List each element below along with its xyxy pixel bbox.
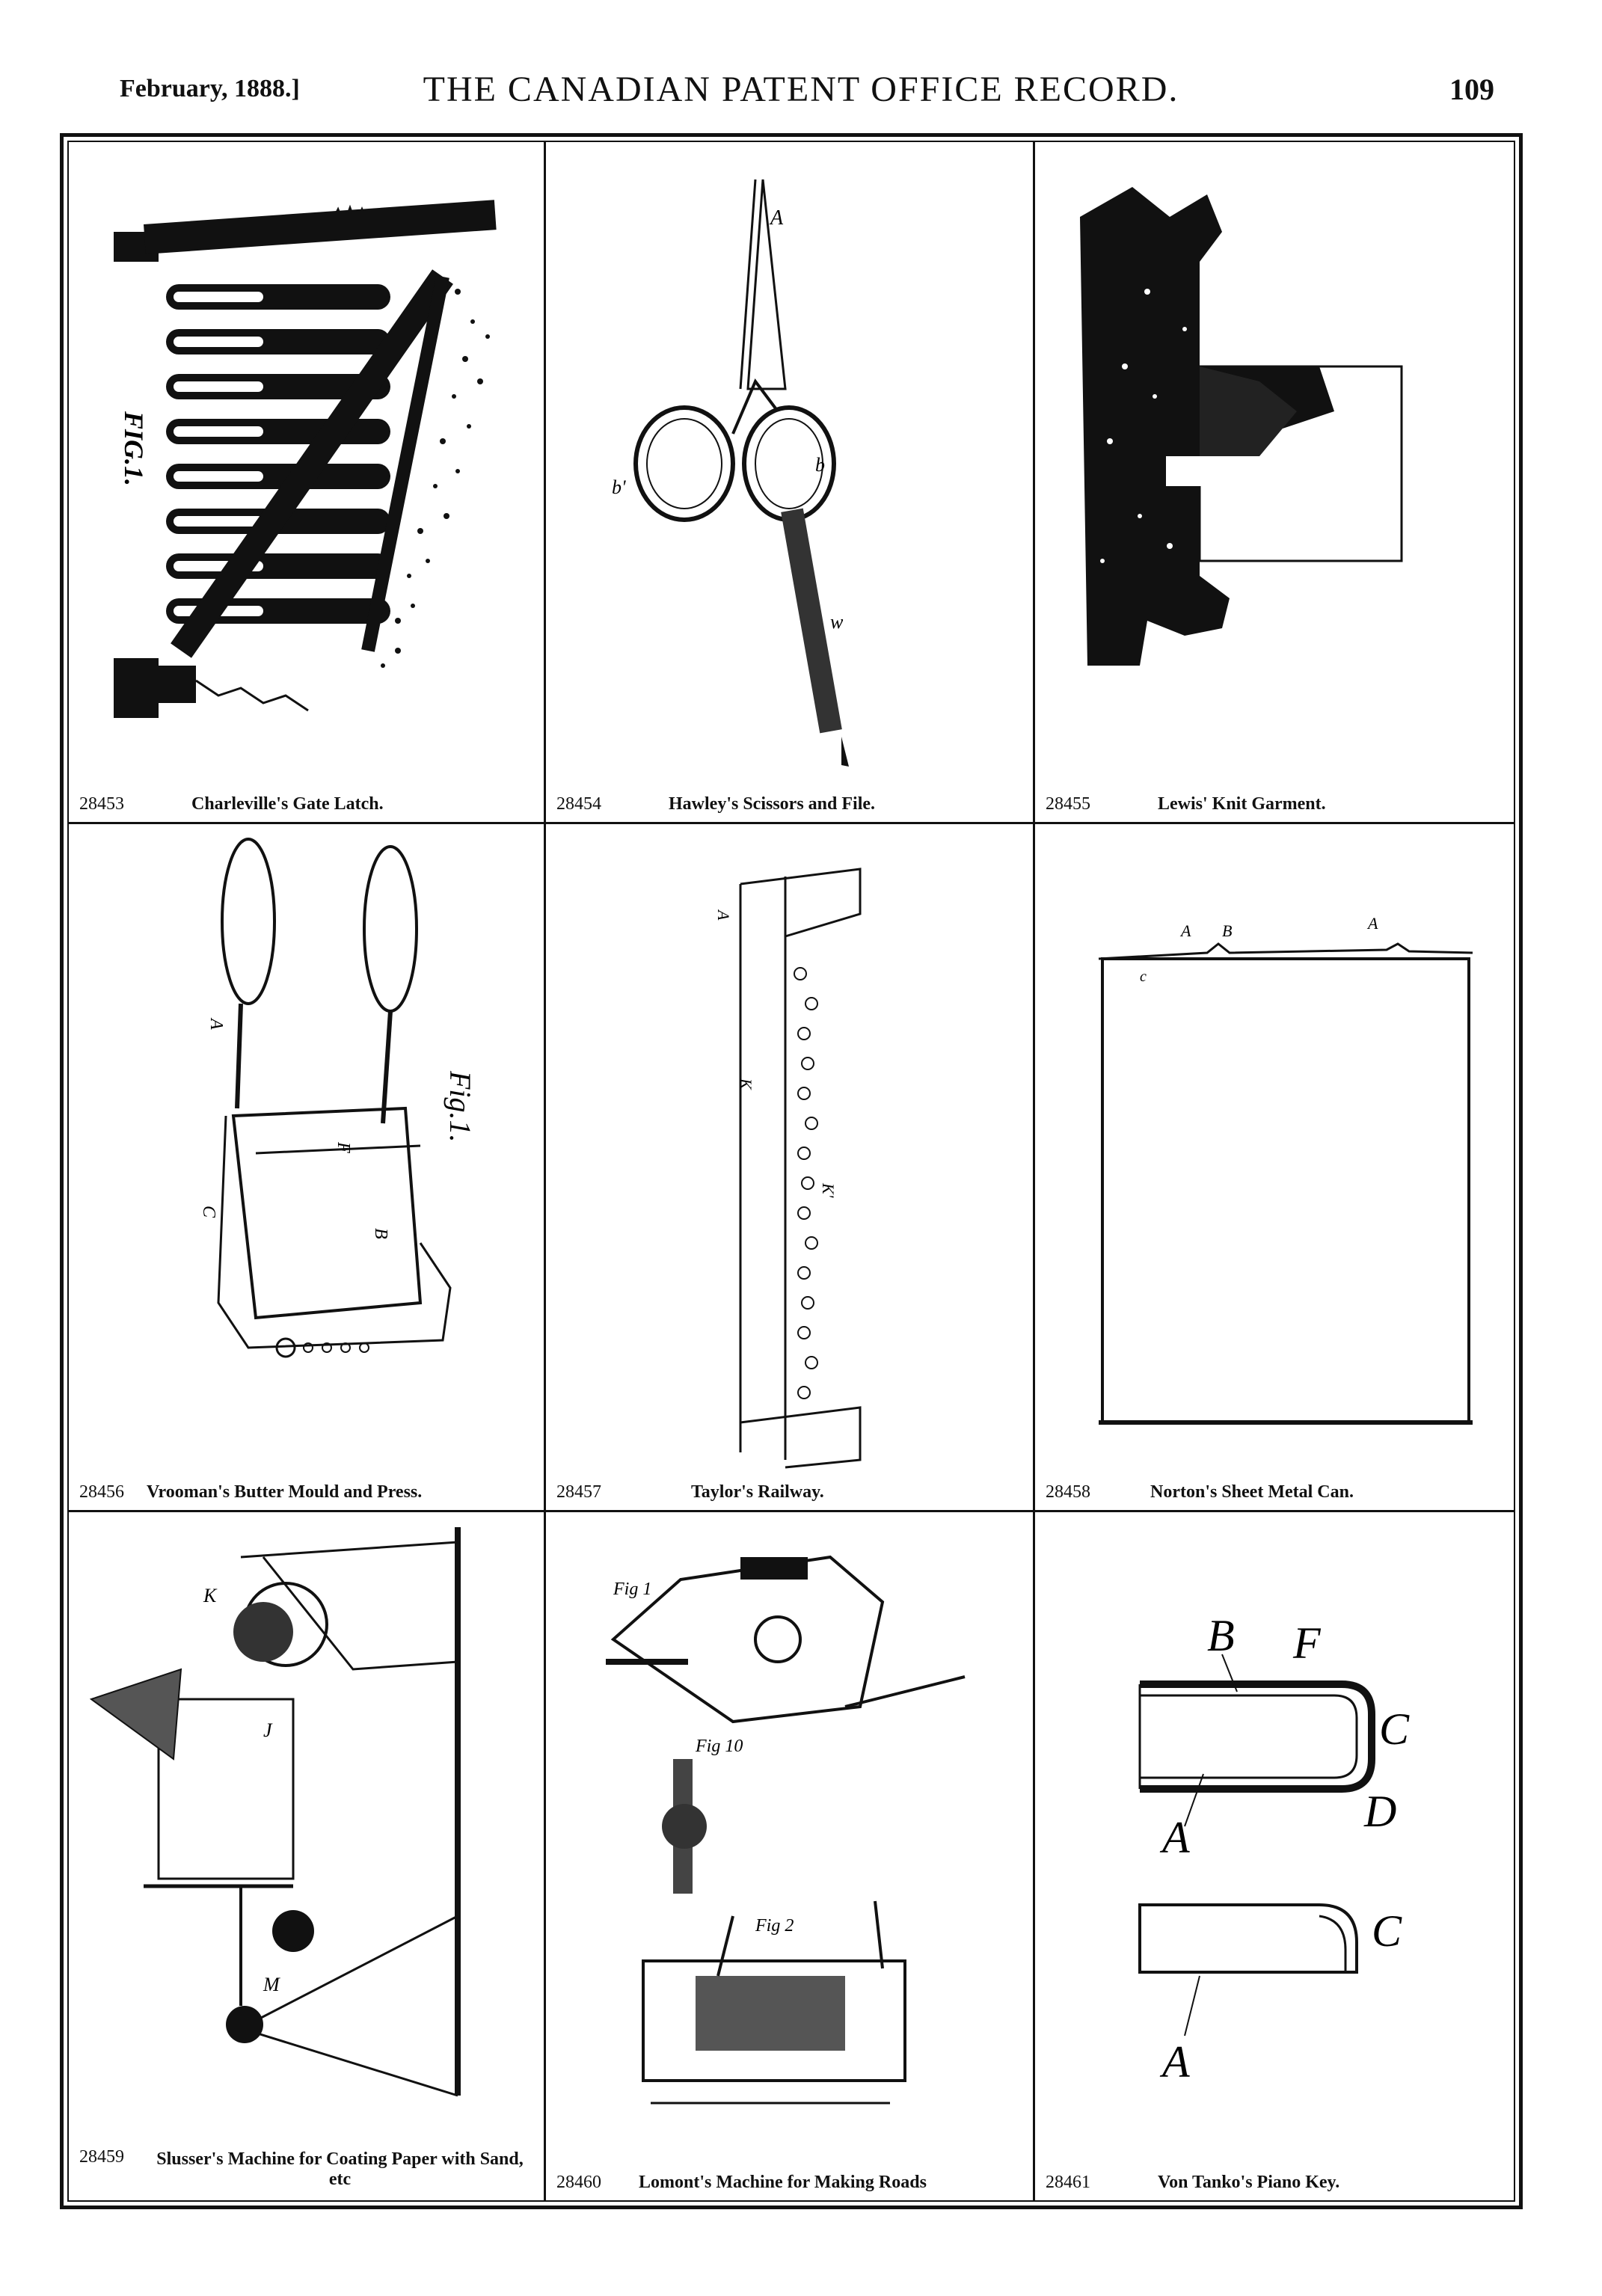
patent-number: 28454: [556, 794, 601, 814]
knit-garment-drawing: [1080, 187, 1403, 666]
patent-title: Vrooman's Butter Mould and Press.: [147, 1482, 423, 1502]
publication-title: THE CANADIAN PATENT OFFICE RECORD.: [423, 70, 1179, 109]
patent-title: Taylor's Railway.: [691, 1482, 824, 1502]
scissors-drawing: A b b' w: [612, 179, 849, 767]
patent-title: Von Tanko's Piano Key.: [1158, 2173, 1340, 2192]
label-a-right: A: [1366, 914, 1378, 933]
issue-date: February, 1888.]: [120, 75, 300, 102]
patent-cell-28454: A b b' w 28454 Hawley's Scissors and Fil…: [546, 142, 1033, 822]
gate-latch-drawing: FIG.1.: [114, 200, 497, 718]
label-a-lower: A: [1159, 2037, 1190, 2087]
label-b: b: [815, 454, 825, 476]
label-k: K: [737, 1078, 755, 1090]
label-b: B: [371, 1228, 390, 1239]
outer-frame: [60, 133, 1523, 2209]
butter-mould-drawing: Fig.1. A F C B: [199, 838, 477, 1358]
coating-machine-drawing: K J M: [89, 1527, 461, 2097]
page-number: 109: [1449, 73, 1494, 106]
label-a: A: [769, 206, 784, 230]
patent-title: Lewis' Knit Garment.: [1158, 794, 1326, 814]
label-b-prime: b': [612, 476, 626, 498]
label-c-upper: C: [1379, 1704, 1410, 1754]
inner-frame: [67, 141, 1515, 2202]
patent-cell-28461: B F C D A C A 28461 Von Tanko's Piano Ke…: [1035, 1512, 1514, 2200]
patent-cell-28455: 28455 Lewis' Knit Garment.: [1035, 142, 1514, 822]
patent-cell-28457: K K' A 28457 Taylor's Railway.: [546, 824, 1033, 1510]
column-divider: [544, 142, 546, 2200]
figure-label-1: Fig 1: [613, 1580, 651, 1599]
patent-cell-28460: Fig 1 Fig 10 Fig 2 28460 Lomont's Machin…: [546, 1512, 1033, 2200]
patent-grid: FIG.1. 28453 Charleville's Gate Latch. A…: [69, 142, 1514, 2200]
patent-number: 28453: [79, 794, 124, 814]
label-w: w: [830, 611, 844, 633]
patent-title: Hawley's Scissors and File.: [669, 794, 876, 814]
label-k-prime: K': [819, 1182, 838, 1198]
label-k: K: [203, 1585, 218, 1606]
label-a-upper: A: [1159, 1813, 1190, 1862]
patent-title: Lomont's Machine for Making Roads: [639, 2173, 927, 2192]
figure-label-10: Fig 10: [695, 1737, 743, 1756]
patent-cell-28456: Fig.1. A F C B 28456 Vrooman's Butter Mo…: [69, 824, 544, 1510]
patent-number: 28455: [1046, 794, 1090, 814]
row-divider: [69, 822, 1514, 824]
label-a: A: [206, 1017, 226, 1030]
patent-number: 28456: [79, 1482, 124, 1502]
railway-drawing: K K' A: [714, 868, 862, 1469]
patent-title: Slusser's Machine for Coating Paper with…: [156, 2149, 524, 2189]
patent-number: 28461: [1046, 2173, 1090, 2192]
label-c: C: [199, 1206, 218, 1218]
row-divider: [69, 1510, 1514, 1512]
patent-cell-28458: A B A c 28458 Norton's Sheet Metal Can.: [1035, 824, 1514, 1510]
patent-number: 28457: [556, 1482, 601, 1502]
label-c: c: [1140, 969, 1147, 985]
patent-title: Norton's Sheet Metal Can.: [1150, 1482, 1354, 1502]
figure-label: FIG.1.: [119, 411, 149, 486]
label-a: A: [714, 909, 733, 921]
patent-number: 28459: [79, 2147, 124, 2167]
label-j: J: [263, 1719, 273, 1741]
label-a-left: A: [1179, 921, 1191, 940]
column-divider: [1033, 142, 1035, 2200]
label-f: F: [334, 1141, 353, 1153]
label-m: M: [263, 1974, 280, 1995]
page-header: February, 1888.] THE CANADIAN PATENT OFF…: [0, 0, 1602, 127]
sheet-metal-can-drawing: A B A c: [1098, 914, 1473, 1425]
patent-title: Charleville's Gate Latch.: [191, 794, 384, 814]
patent-number: 28458: [1046, 1482, 1090, 1502]
figure-label: Fig.1.: [444, 1070, 477, 1143]
label-b: B: [1222, 921, 1232, 940]
road-machine-drawing: Fig 1 Fig 10 Fig 2: [606, 1555, 966, 2105]
label-d: D: [1363, 1787, 1396, 1836]
label-b: B: [1207, 1611, 1235, 1660]
figure-label-2: Fig 2: [755, 1916, 794, 1936]
piano-key-drawing: B F C D A C A: [1138, 1611, 1410, 2087]
patent-cell-28453: FIG.1. 28453 Charleville's Gate Latch.: [69, 142, 544, 822]
patent-cell-28459: K J M 28459 Slusser's Machine for Coatin…: [69, 1512, 544, 2200]
label-f: F: [1292, 1618, 1322, 1668]
label-c-lower: C: [1372, 1906, 1402, 1956]
patent-number: 28460: [556, 2173, 601, 2192]
